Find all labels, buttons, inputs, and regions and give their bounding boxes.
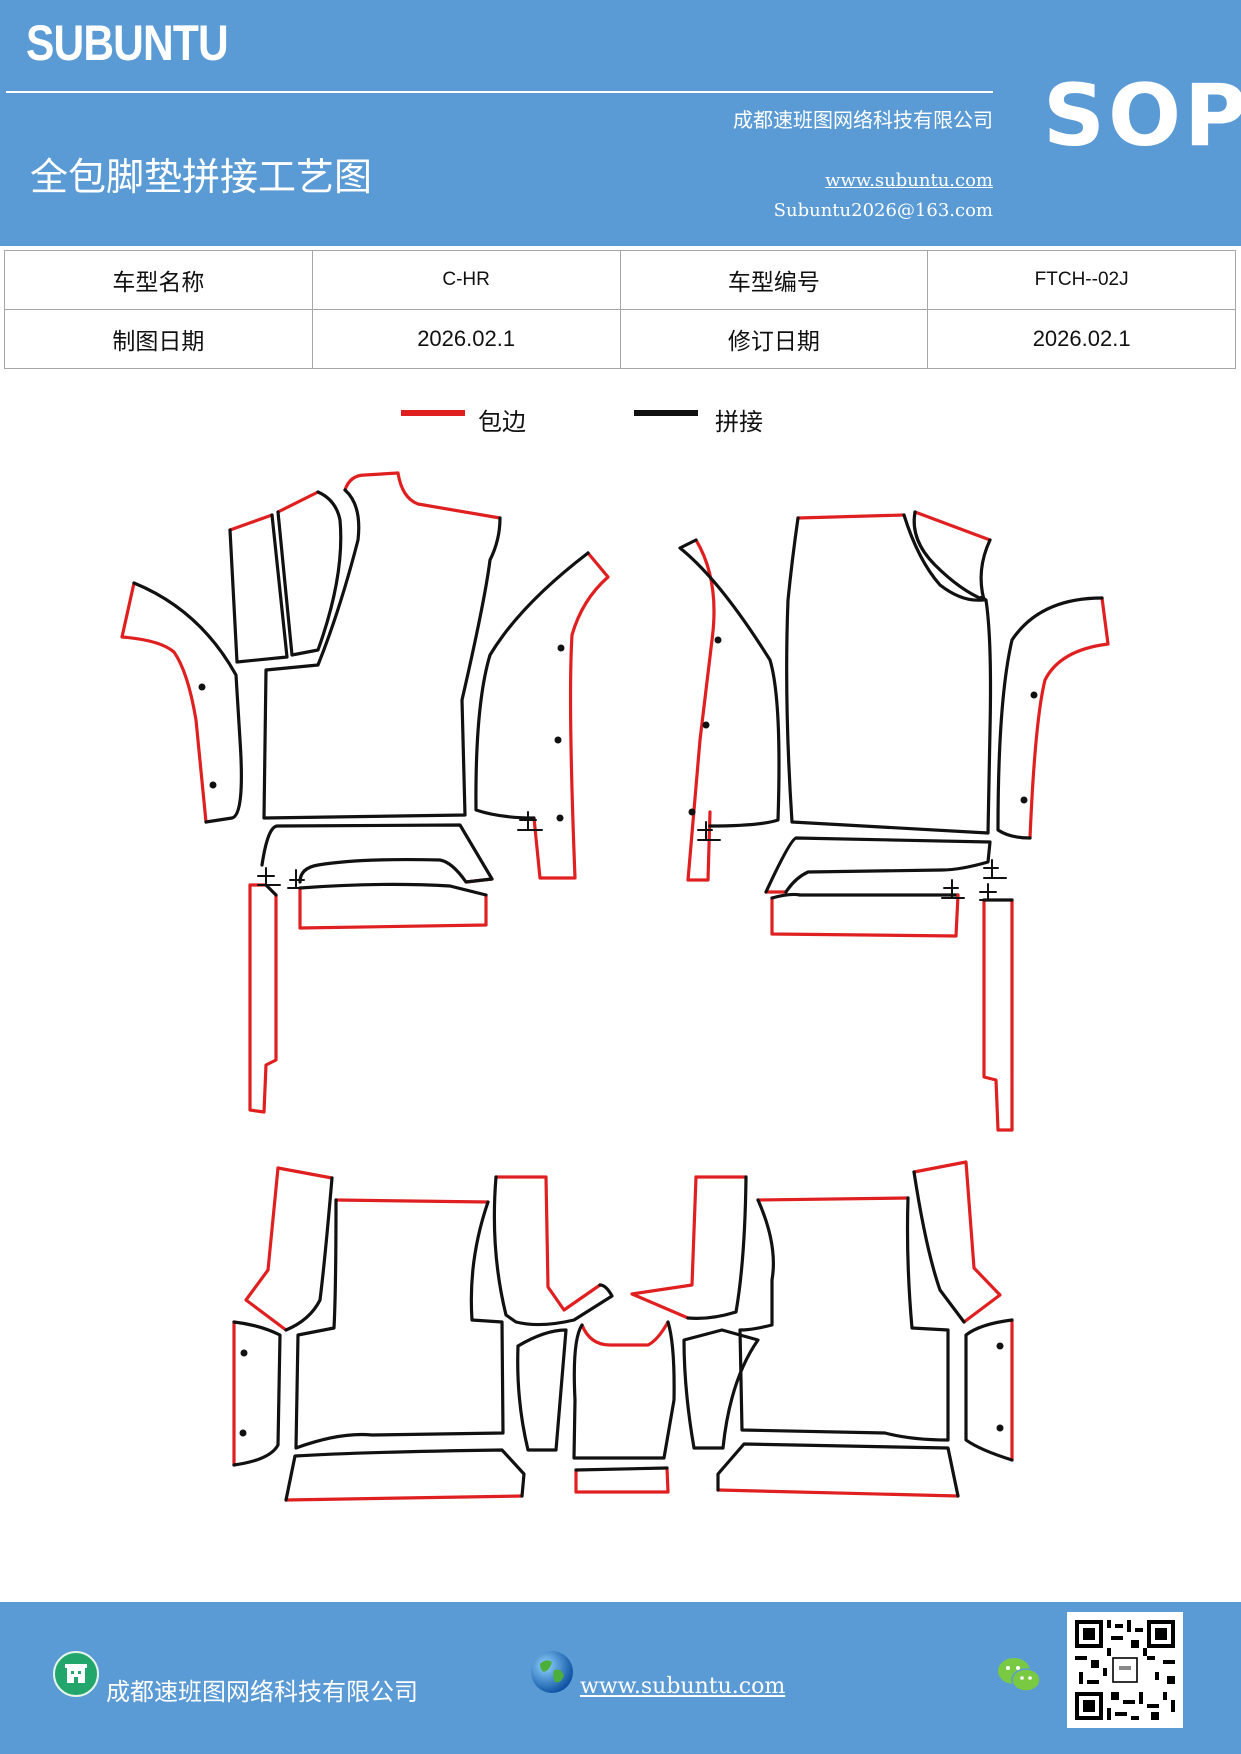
header-company: 成都速班图网络科技有限公司 [733,108,993,132]
front-left-mat [120,471,610,1114]
front-right-mat [678,510,1110,1132]
header-divider [6,91,993,93]
model-name-value: C-HR [311,250,621,310]
draw-date-label: 制图日期 [4,309,313,369]
model-code-label: 车型编号 [619,250,929,310]
footer-website-link[interactable]: www.subuntu.com [580,1674,786,1699]
header-email: Subuntu2026@163.com [773,200,993,221]
model-name-label: 车型名称 [4,250,313,310]
header-website-link[interactable]: www.subuntu.com [825,170,993,191]
legend-edge-label: 包边 [478,408,526,436]
globe-icon [531,1651,573,1693]
revise-date-value: 2026.02.1 [927,309,1236,369]
qr-code [1067,1612,1183,1728]
building-icon [53,1651,99,1697]
brand-logo: SUBUNTU [26,15,229,71]
rear-center-mat [572,1320,676,1494]
footer-banner: 成都速班图网络科技有限公司 www.subuntu.com [0,1602,1241,1754]
legend-splice-label: 拼接 [715,408,763,436]
table-row: 车型名称 C-HR 车型编号 FTCH--02J [4,250,1236,310]
header-banner: SUBUNTU 成都速班图网络科技有限公司 全包脚垫拼接工艺图 www.subu… [0,0,1241,246]
rear-right-mat [630,1160,1014,1498]
wechat-icon [998,1658,1041,1692]
rear-left-mat [232,1166,614,1502]
model-info-table: 车型名称 C-HR 车型编号 FTCH--02J 制图日期 2026.02.1 … [4,250,1236,369]
table-row: 制图日期 2026.02.1 修订日期 2026.02.1 [4,309,1236,369]
legend-splice-swatch [634,410,698,416]
mat-splice-diagram [120,471,1110,1502]
footer-company: 成都速班图网络科技有限公司 [106,1678,418,1706]
sop-badge: SOP [1043,66,1241,166]
draw-date-value: 2026.02.1 [311,309,621,369]
model-code-value: FTCH--02J [927,250,1236,310]
page-title: 全包脚垫拼接工艺图 [30,155,373,199]
revise-date-label: 修订日期 [619,309,929,369]
legend-edge-swatch [401,410,465,416]
